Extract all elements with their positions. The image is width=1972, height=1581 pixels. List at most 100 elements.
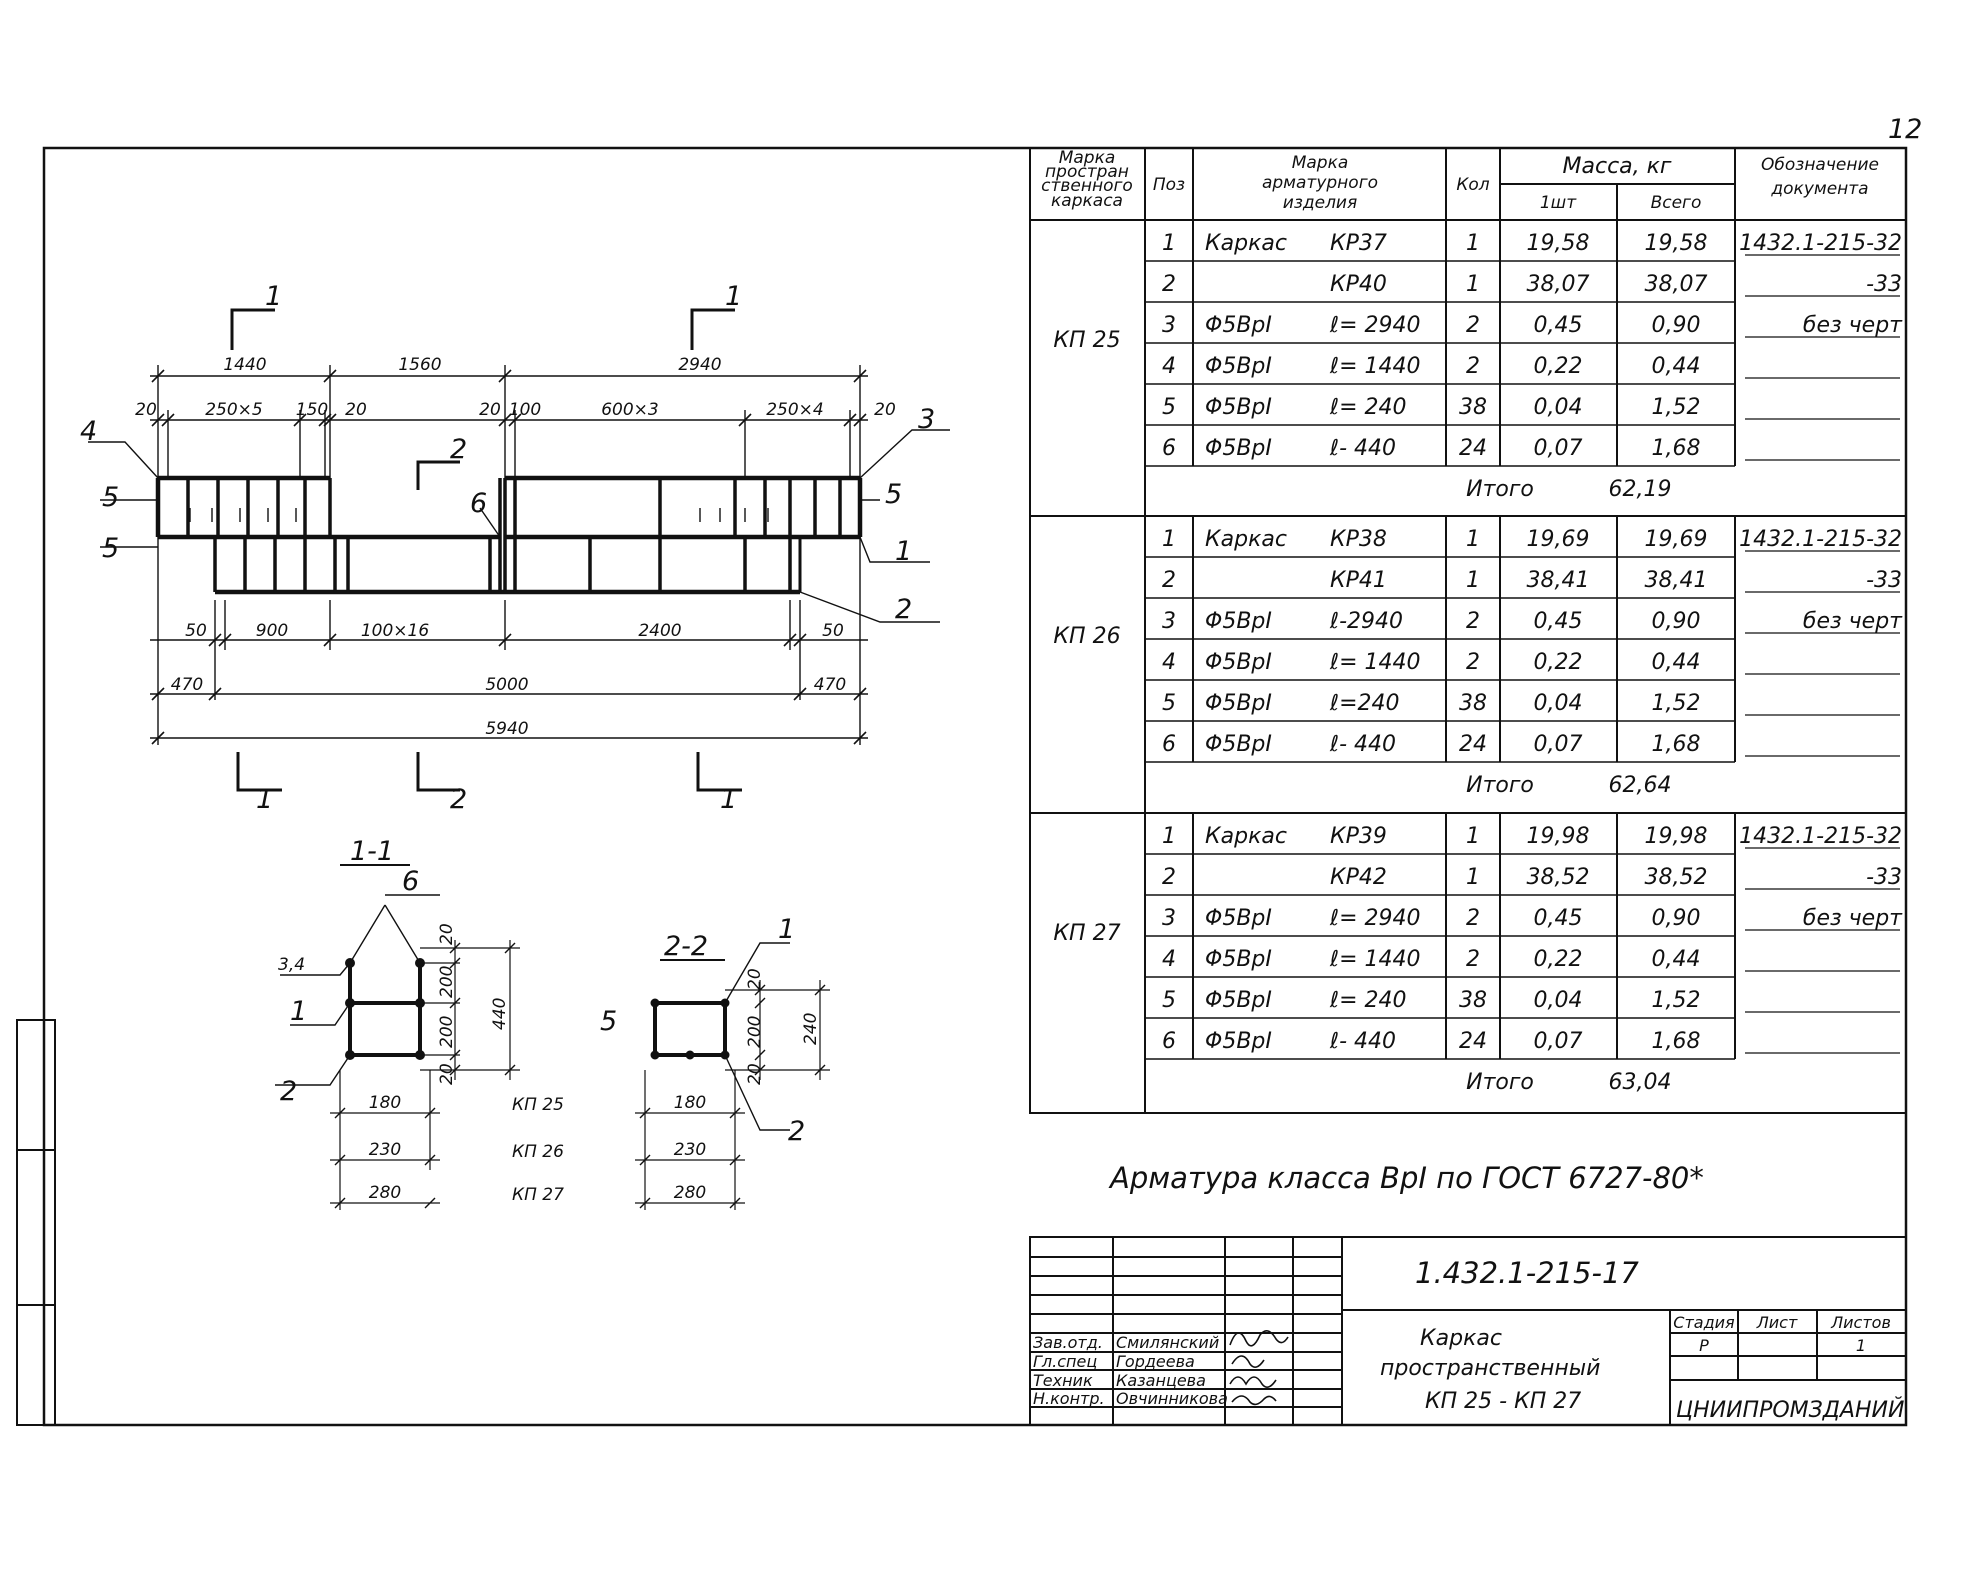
cell-spec: КР40: [1330, 272, 1387, 297]
cell-doc: -33: [1866, 272, 1902, 297]
s22-dim-200: 200: [745, 1016, 765, 1048]
cell-mass-total: 1,52: [1652, 691, 1701, 716]
cell-spec: КР42: [1330, 865, 1387, 890]
cell-name: Φ5ВрI: [1205, 354, 1272, 379]
dim-900: 900: [256, 621, 288, 641]
dim-tick: [843, 413, 857, 427]
s11-dim-440: 440: [490, 998, 510, 1030]
dim-tick: [783, 633, 797, 647]
cell-mass-unit: 0,45: [1534, 906, 1583, 931]
s11-callout-2: 2: [280, 1076, 297, 1107]
cell-mass-unit: 38,07: [1527, 272, 1590, 297]
section-mark-2-bottom: 2: [450, 784, 467, 815]
width-label-kp27: КП 27: [512, 1185, 564, 1205]
section-mark-1-bottom-right: 1: [720, 784, 737, 815]
cell-doc: без черт: [1803, 906, 1903, 931]
header-frame-mark-1: Марка: [1059, 148, 1116, 168]
cell-mass-unit: 19,98: [1527, 824, 1590, 849]
section-cut-markers: [230, 308, 742, 792]
cell-doc: без черт: [1803, 313, 1903, 338]
section-2-2-title: 2-2: [664, 931, 708, 962]
cell-qty: 1: [1466, 824, 1480, 849]
callout-4: 4: [80, 416, 97, 447]
s11-dim-20-bottom: 20: [437, 1063, 457, 1085]
cell-spec: ℓ=240: [1329, 691, 1400, 716]
dim-150: 150: [296, 400, 328, 420]
elevation-labels: 1 1 2 1 2 1 1440 1560 2940 20 250×5 150 …: [80, 281, 935, 815]
cell-mass-total: 1,52: [1652, 988, 1701, 1013]
cell-mass-total: 19,98: [1645, 824, 1708, 849]
cell-qty: 38: [1459, 691, 1487, 716]
cell-name: Φ5ВрI: [1205, 650, 1272, 675]
signer-name-1: Смилянский: [1116, 1333, 1219, 1352]
cell-qty: 2: [1466, 947, 1480, 972]
s22-callout-5: 5: [600, 1006, 617, 1037]
dim-tick: [151, 687, 165, 701]
cell-pos: 5: [1162, 395, 1176, 420]
signer-name-4: Овчинникова: [1116, 1389, 1228, 1408]
cell-pos: 4: [1162, 650, 1176, 675]
cell-mass-unit: 0,04: [1534, 691, 1583, 716]
dim-tick: [318, 413, 332, 427]
binding-strip: [16, 1019, 56, 1426]
signer-role-3: Техник: [1033, 1371, 1093, 1390]
cell-qty: 38: [1459, 395, 1487, 420]
section-mark-1-top-right: 1: [725, 281, 742, 312]
cell-spec: ℓ= 1440: [1329, 947, 1421, 972]
header-doc-2: документа: [1770, 179, 1868, 199]
cell-mass-unit: 19,58: [1527, 231, 1590, 256]
cell-mass-total: 38,07: [1645, 272, 1708, 297]
dim-tick: [498, 369, 512, 383]
spec-table-header: Марка простран ственного каркаса Поз Мар…: [1041, 148, 1879, 213]
width-label-kp25: КП 25: [512, 1095, 564, 1115]
total-value-2: 63,04: [1609, 1070, 1672, 1095]
cell-mass-unit: 0,22: [1534, 354, 1583, 379]
dim-tick: [853, 413, 867, 427]
dim-tick: [161, 413, 175, 427]
cell-name: Каркас: [1205, 527, 1287, 552]
cell-mass-unit: 0,22: [1534, 650, 1583, 675]
dim-250x5: 250×5: [205, 400, 263, 420]
dim-5940: 5940: [485, 719, 528, 739]
elevation-leaders: [88, 429, 950, 623]
cell-qty: 24: [1459, 1029, 1487, 1054]
sheets-label: Листов: [1830, 1313, 1891, 1332]
signature-2: [1231, 1355, 1265, 1368]
sheet-label: Лист: [1756, 1313, 1798, 1332]
width-label-kp26: КП 26: [512, 1142, 564, 1162]
cell-qty: 2: [1466, 354, 1480, 379]
s22-callout-1: 1: [778, 914, 795, 945]
cell-spec: ℓ-2940: [1329, 609, 1403, 634]
reinforcement-note: Арматура класса ВрI по ГОСТ 6727-80*: [1108, 1161, 1704, 1195]
cell-name: Каркас: [1205, 231, 1287, 256]
cell-mass-total: 0,44: [1652, 354, 1701, 379]
elevation-dimension-lines: [150, 365, 868, 745]
cell-qty: 1: [1466, 865, 1480, 890]
cell-spec: КР38: [1330, 527, 1387, 552]
title-block: 1.432.1-215-17 Каркас пространственный К…: [1033, 1256, 1904, 1423]
cell-mass-unit: 0,07: [1534, 436, 1583, 461]
dim-tick: [498, 413, 512, 427]
stage-value: Р: [1699, 1336, 1709, 1355]
dim-2940: 2940: [678, 355, 721, 375]
cell-spec: ℓ= 240: [1329, 988, 1407, 1013]
dim-20-d: 20: [874, 400, 896, 420]
cell-pos: 1: [1162, 824, 1176, 849]
s22-dim-20-top: 20: [745, 968, 765, 990]
section-mark-1-bottom-left: 1: [256, 784, 273, 815]
cell-mass-unit: 0,07: [1534, 732, 1583, 757]
cell-doc: 1432.1-215-32: [1739, 231, 1902, 256]
cell-mass-total: 1,52: [1652, 395, 1701, 420]
s22-dim-180: 180: [674, 1093, 706, 1113]
dim-470-b: 470: [814, 675, 846, 695]
cell-name: Φ5ВрI: [1205, 436, 1272, 461]
signer-role-4: Н.контр.: [1033, 1389, 1105, 1408]
dim-100x16: 100×16: [361, 621, 430, 641]
dim-tick: [323, 413, 337, 427]
sheets-value: 1: [1856, 1336, 1866, 1355]
section-1-1-labels: 1-1 6 3,4 1 2 20 200 200 20 440 180 230 …: [278, 836, 510, 1203]
section-mark-1-top-left: 1: [265, 281, 282, 312]
cell-name: Φ5ВрI: [1205, 609, 1272, 634]
s22-callout-2: 2: [788, 1116, 805, 1147]
dim-1440: 1440: [223, 355, 266, 375]
